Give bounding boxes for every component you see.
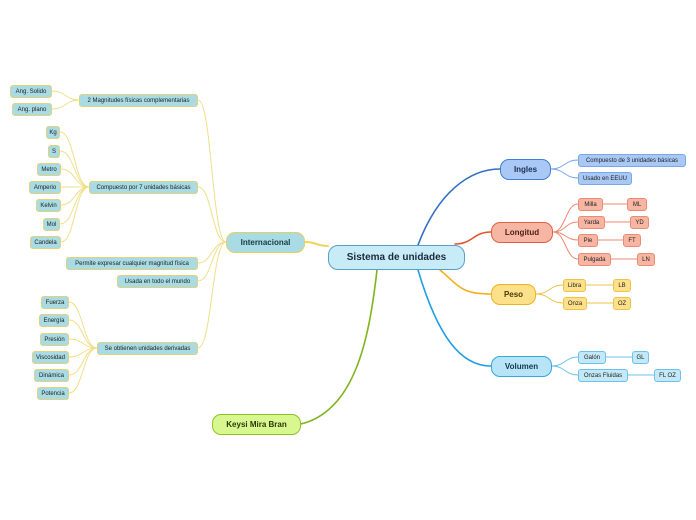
wire-derivadas-0 [68, 301, 98, 349]
volumen-item-galon[interactable]: Galón [578, 351, 606, 364]
wire-root-longitud [454, 231, 492, 245]
wire-root-author [300, 269, 378, 425]
basicas-item-kelvin[interactable]: Kelvin [36, 199, 61, 212]
wire-ingles-basicas [550, 159, 579, 170]
wire-peso-onza [535, 293, 564, 304]
basicas-item-candela[interactable]: Candela [30, 236, 61, 249]
complementarias-item-ang-solido[interactable]: Ang. Solido [10, 85, 52, 98]
root-node[interactable]: Sistema de unidades [328, 245, 465, 270]
peso-item-onza[interactable]: Onza [563, 297, 587, 310]
derivadas-node[interactable]: Se obtienen unidades derivadas [97, 342, 198, 355]
wire-longitud-0 [552, 203, 579, 233]
wire-basicas-2 [60, 168, 90, 188]
wire-longitud-3 [552, 231, 579, 260]
complementarias-node[interactable]: 2 Magnitudes físicas complementarias [79, 94, 198, 107]
wire-root-ingles [417, 168, 501, 246]
author-node[interactable]: Keysi Mira Bran [212, 414, 301, 435]
wire-root-volumen [417, 269, 492, 367]
wire-int-complementarias [197, 99, 227, 243]
wire-root-internacional [304, 241, 329, 247]
wire-derivadas-1 [68, 319, 98, 349]
derivadas-item-fuerza[interactable]: Fuerza [41, 296, 69, 309]
volumen-item-onzas-fluidas[interactable]: Onzas Fluidas [578, 369, 628, 382]
wire-comp-solido [51, 90, 80, 101]
longitud-abbr-yarda[interactable]: YD [630, 216, 649, 229]
wire-peso-libra [535, 284, 564, 295]
peso-abbr-libra[interactable]: LB [613, 279, 631, 292]
wire-basicas-5 [59, 186, 90, 225]
longitud-item-pulgada[interactable]: Pulgada [578, 253, 611, 266]
wire-basicas-1 [59, 150, 90, 188]
basicas-item-s[interactable]: S [48, 145, 60, 158]
wire-volumen-galon [551, 356, 579, 367]
longitud-item-pie[interactable]: Pie [578, 234, 598, 247]
peso-abbr-onza[interactable]: OZ [613, 297, 631, 310]
longitud-abbr-pulgada[interactable]: LN [637, 253, 655, 266]
derivadas-item-dinamica[interactable]: Dinámica [34, 369, 69, 382]
wire-volumen-onzas [551, 365, 579, 376]
volumen-abbr-galon[interactable]: GL [632, 351, 649, 364]
longitud-node[interactable]: Longitud [491, 222, 553, 243]
derivadas-item-potencia[interactable]: Potencia [37, 387, 69, 400]
volumen-node[interactable]: Volumen [491, 356, 552, 377]
peso-item-libra[interactable]: Libra [563, 279, 586, 292]
peso-node[interactable]: Peso [491, 284, 536, 305]
internacional-node[interactable]: Internacional [226, 232, 305, 253]
wire-root-peso [439, 269, 492, 295]
ingles-item-eeuu[interactable]: Usado en EEUU [578, 172, 632, 185]
wire-comp-plano [51, 99, 80, 110]
usada-node[interactable]: Usada en todo el mundo [117, 275, 198, 288]
permite-node[interactable]: Permite expresar cualquier magnitud físi… [66, 257, 198, 270]
wire-basicas-0 [59, 131, 90, 188]
basicas-node[interactable]: Compuesto por 7 unidades básicas [89, 181, 198, 194]
wire-basicas-6 [60, 186, 90, 243]
wire-int-usada [197, 241, 227, 282]
derivadas-item-presion[interactable]: Presión [40, 333, 69, 346]
complementarias-item-ang-plano[interactable]: Ang. plano [12, 103, 52, 116]
longitud-item-milla[interactable]: Milla [578, 198, 603, 211]
volumen-abbr-onzas-fluidas[interactable]: FL OZ [654, 369, 681, 382]
longitud-abbr-pie[interactable]: FT [623, 234, 641, 247]
ingles-node[interactable]: Ingles [500, 159, 551, 180]
derivadas-item-viscosidad[interactable]: Viscosidad [32, 351, 69, 364]
ingles-item-basicas[interactable]: Compuesto de 3 unidades básicas [578, 154, 686, 167]
wire-derivadas-5 [68, 347, 98, 394]
derivadas-item-energia[interactable]: Energía [39, 314, 69, 327]
longitud-item-yarda[interactable]: Yarda [578, 216, 605, 229]
wire-int-basicas [197, 186, 227, 243]
basicas-item-kg[interactable]: Kg [46, 126, 60, 139]
wire-ingles-eeuu [550, 168, 579, 179]
root-label: Sistema de unidades [346, 252, 447, 263]
basicas-item-amperio[interactable]: Amperio [29, 181, 61, 194]
wire-int-derivadas [197, 241, 227, 349]
wire-basicas-4 [60, 186, 90, 206]
basicas-item-metro[interactable]: Metro [37, 163, 61, 176]
basicas-item-mol[interactable]: Mol [43, 218, 60, 231]
longitud-abbr-milla[interactable]: ML [627, 198, 647, 211]
